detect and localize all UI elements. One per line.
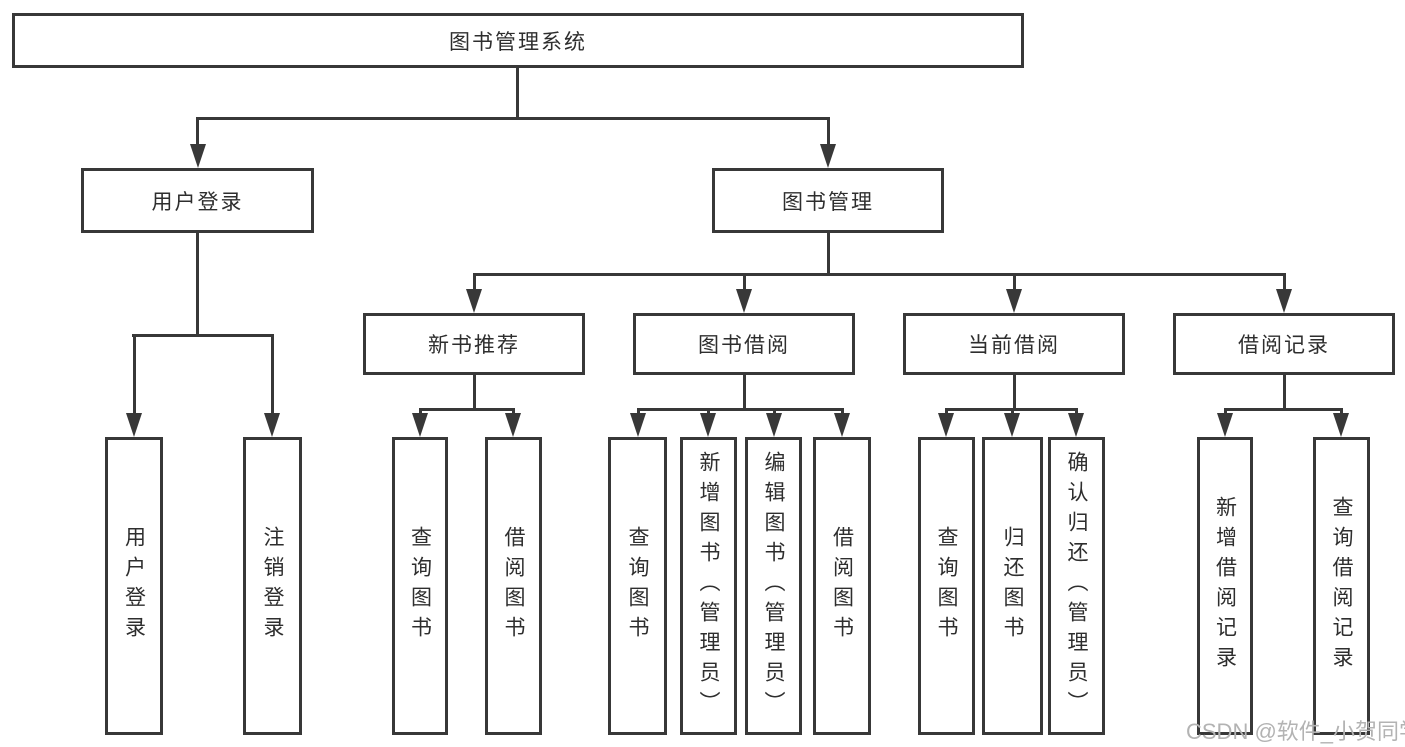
- edge-drop-leaf-logout: [271, 334, 274, 416]
- edge-drop-br-add: [1224, 408, 1227, 415]
- node-borrowing-records: 借阅记录: [1173, 313, 1395, 375]
- leaf-borrowing-add-books-label: 新增图书（管理员）: [697, 451, 721, 721]
- arrow-down-icon: [1276, 289, 1292, 313]
- csdn-watermark: CSDN @软件_小贺同学: [1186, 719, 1405, 744]
- edge-drop-bb-borrow: [841, 408, 844, 415]
- arrow-down-icon: [630, 413, 646, 437]
- arrow-down-icon: [766, 413, 782, 437]
- leaf-records-query-record: 查询借阅记录: [1313, 437, 1370, 735]
- edge-drop-cb-return: [1011, 408, 1014, 415]
- edge-borrowing-stem: [743, 375, 746, 410]
- edge-level3-bus: [474, 273, 1285, 276]
- edge-root-stem: [516, 68, 519, 120]
- arrow-down-icon: [1068, 413, 1084, 437]
- leaf-current-return-books-label: 归还图书: [1001, 526, 1025, 646]
- edge-drop-book-borrowing: [743, 273, 746, 291]
- node-book-management-label: 图书管理: [782, 190, 874, 214]
- leaf-logout-label: 注销登录: [261, 526, 285, 646]
- node-root-label: 图书管理系统: [449, 30, 587, 54]
- edge-drop-user-login: [196, 117, 199, 147]
- leaf-current-confirm-return-label: 确认归还（管理员）: [1065, 451, 1089, 721]
- arrow-down-icon: [190, 144, 206, 168]
- edge-level2-bus: [197, 117, 830, 120]
- edge-user-login-stem: [196, 233, 199, 336]
- arrow-down-icon: [505, 413, 521, 437]
- node-user-login: 用户登录: [81, 168, 314, 233]
- edge-drop-rec-borrow: [512, 408, 515, 415]
- leaf-logout: 注销登录: [243, 437, 302, 735]
- arrow-down-icon: [1004, 413, 1020, 437]
- node-book-management: 图书管理: [712, 168, 944, 233]
- edge-drop-book-management: [827, 117, 830, 147]
- arrow-down-icon: [1006, 289, 1022, 313]
- leaf-records-add-record-label: 新增借阅记录: [1213, 496, 1237, 676]
- leaf-borrowing-borrow-books-label: 借阅图书: [830, 526, 854, 646]
- leaf-current-query-books: 查询图书: [918, 437, 975, 735]
- edge-user-login-bus: [132, 334, 274, 337]
- leaf-current-query-books-label: 查询图书: [935, 526, 959, 646]
- leaf-recommend-borrow-books-label: 借阅图书: [502, 526, 526, 646]
- edge-current-stem: [1013, 375, 1016, 410]
- edge-recommend-bus: [419, 408, 514, 411]
- leaf-borrowing-query-books-label: 查询图书: [626, 526, 650, 646]
- arrow-down-icon: [736, 289, 752, 313]
- edge-drop-bb-add: [707, 408, 710, 415]
- leaf-borrowing-edit-books: 编辑图书（管理员）: [745, 437, 802, 735]
- leaf-borrowing-add-books: 新增图书（管理员）: [680, 437, 737, 735]
- arrow-down-icon: [700, 413, 716, 437]
- edge-drop-new-book-recommend: [473, 273, 476, 291]
- arrow-down-icon: [466, 289, 482, 313]
- node-current-borrowing-label: 当前借阅: [968, 334, 1060, 357]
- edge-drop-borrowing-records: [1283, 273, 1286, 291]
- edge-drop-bb-query: [637, 408, 640, 415]
- edge-records-bus: [1224, 408, 1343, 411]
- node-book-borrowing-label: 图书借阅: [698, 334, 790, 357]
- edge-drop-br-query: [1340, 408, 1343, 415]
- node-book-borrowing: 图书借阅: [633, 313, 855, 375]
- node-user-login-label: 用户登录: [151, 190, 244, 214]
- arrow-down-icon: [834, 413, 850, 437]
- edge-drop-current-borrowing: [1013, 273, 1016, 291]
- node-current-borrowing: 当前借阅: [903, 313, 1125, 375]
- node-new-book-recommend-label: 新书推荐: [428, 334, 520, 357]
- leaf-current-return-books: 归还图书: [982, 437, 1043, 735]
- leaf-borrowing-borrow-books: 借阅图书: [813, 437, 871, 735]
- arrow-down-icon: [126, 413, 142, 437]
- leaf-current-confirm-return: 确认归还（管理员）: [1048, 437, 1105, 735]
- edge-records-stem: [1283, 375, 1286, 410]
- leaf-recommend-borrow-books: 借阅图书: [485, 437, 542, 735]
- edge-recommend-stem: [473, 375, 476, 410]
- arrow-down-icon: [938, 413, 954, 437]
- arrow-down-icon: [264, 413, 280, 437]
- node-root: 图书管理系统: [12, 13, 1024, 68]
- leaf-borrowing-query-books: 查询图书: [608, 437, 667, 735]
- edge-borrowing-bus: [637, 408, 843, 411]
- leaf-recommend-query-books: 查询图书: [392, 437, 448, 735]
- edge-drop-rec-query: [419, 408, 422, 415]
- edge-drop-leaf-user-login: [133, 334, 136, 416]
- arrow-down-icon: [412, 413, 428, 437]
- edge-drop-cb-query: [945, 408, 948, 415]
- edge-drop-cb-confirm: [1075, 408, 1078, 415]
- node-borrowing-records-label: 借阅记录: [1238, 334, 1330, 357]
- arrow-down-icon: [820, 144, 836, 168]
- edge-book-management-stem: [827, 233, 830, 275]
- arrow-down-icon: [1217, 413, 1233, 437]
- leaf-records-query-record-label: 查询借阅记录: [1330, 496, 1354, 676]
- leaf-user-login-label: 用户登录: [122, 526, 146, 646]
- leaf-records-add-record: 新增借阅记录: [1197, 437, 1253, 735]
- leaf-recommend-query-books-label: 查询图书: [408, 526, 432, 646]
- leaf-borrowing-edit-books-label: 编辑图书（管理员）: [762, 451, 786, 721]
- leaf-user-login: 用户登录: [105, 437, 163, 735]
- edge-drop-bb-edit: [773, 408, 776, 415]
- arrow-down-icon: [1333, 413, 1349, 437]
- node-new-book-recommend: 新书推荐: [363, 313, 585, 375]
